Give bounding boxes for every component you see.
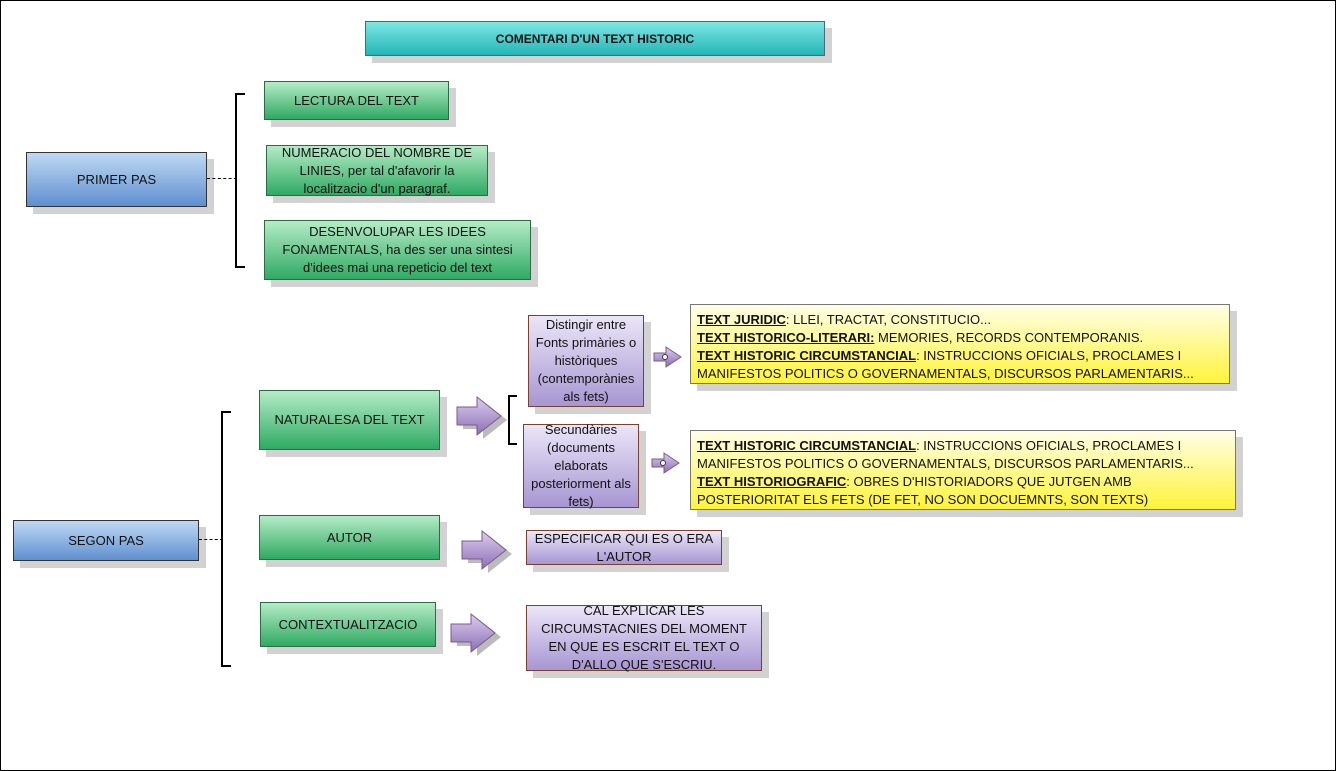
primer-pas-connector bbox=[207, 178, 237, 179]
detail-term: TEXT HISTORIC CIRCUMSTANCIAL bbox=[697, 438, 917, 453]
naturalesa-arrow bbox=[456, 395, 507, 439]
detail-term: TEXT JURIDIC bbox=[697, 312, 786, 327]
primary-connector-arrow bbox=[653, 346, 682, 368]
context-detail: CAL EXPLICAR LES CIRCUMSTACNIES DEL MOME… bbox=[526, 603, 762, 672]
autor-detail: ESPECIFICAR QUI ES O ERA L'AUTOR bbox=[526, 530, 722, 565]
fonts-primaries-node: Distingir entre Fonts primàries o històr… bbox=[528, 315, 644, 407]
naturalesa-node: NATURALESA DEL TEXT bbox=[259, 390, 440, 450]
detail-desc: POSTERIORITAT ELS FETS (DE FET, NO SON D… bbox=[697, 492, 1149, 507]
primer-pas-node: PRIMER PAS bbox=[26, 152, 207, 207]
detail-term: TEXT HISTORICO-LITERARI: bbox=[697, 330, 875, 345]
segon-pas-connector bbox=[199, 539, 223, 540]
contextualitzacio-node: CONTEXTUALITZACIO bbox=[260, 602, 436, 647]
autor-arrow bbox=[461, 529, 512, 573]
context-arrow bbox=[450, 612, 501, 656]
idees-node: DESENVOLUPAR LES IDEES FONAMENTALS, ha d… bbox=[264, 220, 531, 280]
detail-desc: MANIFESTOS POLITICS O GOVERNAMENTALS, DI… bbox=[697, 366, 1194, 381]
fonts-bracket bbox=[508, 395, 517, 445]
detail-desc: MEMORIES, RECORDS CONTEMPORANIS. bbox=[874, 330, 1144, 345]
segon-pas-node: SEGON PAS bbox=[13, 520, 199, 561]
detail-desc: : LLEI, TRACTAT, CONSTITUCIO... bbox=[785, 312, 991, 327]
detail-line: TEXT HISTORIOGRAFIC: OBRES D'HISTORIADOR… bbox=[697, 473, 1235, 491]
detail-term: TEXT HISTORIOGRAFIC bbox=[697, 474, 847, 489]
detail-line: POSTERIORITAT ELS FETS (DE FET, NO SON D… bbox=[697, 491, 1235, 509]
detail-line: MANIFESTOS POLITICS O GOVERNAMENTALS, DI… bbox=[697, 455, 1235, 473]
diagram-title: COMENTARI D'UN TEXT HISTORIC bbox=[365, 21, 825, 56]
detail-line: TEXT HISTORIC CIRCUMSTANCIAL: INSTRUCCIO… bbox=[697, 437, 1235, 455]
detail-line: MANIFESTOS POLITICS O GOVERNAMENTALS, DI… bbox=[697, 365, 1229, 383]
detail-term: TEXT HISTORIC CIRCUMSTANCIAL bbox=[697, 348, 917, 363]
detail-line: TEXT JURIDIC: LLEI, TRACTAT, CONSTITUCIO… bbox=[697, 311, 1229, 329]
detail-line: TEXT HISTORICO-LITERARI: MEMORIES, RECOR… bbox=[697, 329, 1229, 347]
detail-desc: MANIFESTOS POLITICS O GOVERNAMENTALS, DI… bbox=[697, 456, 1194, 471]
secondary-connector-arrow bbox=[651, 452, 680, 474]
segon-pas-bracket bbox=[221, 411, 231, 667]
primary-sources-details: TEXT JURIDIC: LLEI, TRACTAT, CONSTITUCIO… bbox=[690, 304, 1230, 384]
fonts-secundaries-node: Secundàries (documents elaborats posteri… bbox=[523, 422, 639, 509]
lectura-node: LECTURA DEL TEXT bbox=[264, 81, 449, 120]
autor-node: AUTOR bbox=[259, 515, 440, 560]
secondary-sources-details: TEXT HISTORIC CIRCUMSTANCIAL: INSTRUCCIO… bbox=[690, 430, 1236, 510]
primer-pas-bracket bbox=[235, 93, 245, 268]
numeracio-node: NUMERACIO DEL NOMBRE DE LINIES, per tal … bbox=[266, 145, 488, 196]
detail-line: TEXT HISTORIC CIRCUMSTANCIAL: INSTRUCCIO… bbox=[697, 347, 1229, 365]
detail-desc: : OBRES D'HISTORIADORS QUE JUTGEN AMB bbox=[846, 474, 1132, 489]
detail-desc: : INSTRUCCIONS OFICIALS, PROCLAMES I bbox=[916, 438, 1182, 453]
detail-desc: : INSTRUCCIONS OFICIALS, PROCLAMES I bbox=[916, 348, 1182, 363]
